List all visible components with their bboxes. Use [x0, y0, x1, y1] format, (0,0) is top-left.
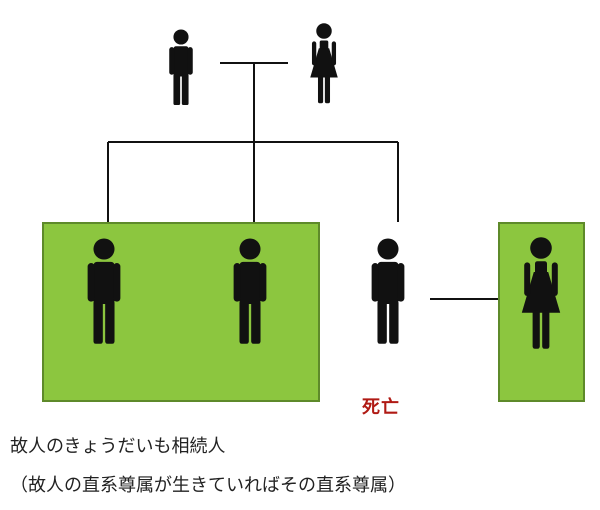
- deceased-person-icon: [371, 238, 405, 344]
- deceased-label: 死亡: [362, 397, 400, 418]
- caption-line-2: （故人の直系尊属が生きていればその直系尊属）: [10, 475, 406, 496]
- mother-person-icon: [310, 23, 338, 104]
- relation-lines: [107, 62, 498, 300]
- father-person-icon: [169, 29, 193, 106]
- caption-line-1: 故人のきょうだいも相続人: [10, 436, 226, 457]
- family-tree-diagram: [42, 23, 585, 402]
- heir-siblings-box: [42, 222, 320, 402]
